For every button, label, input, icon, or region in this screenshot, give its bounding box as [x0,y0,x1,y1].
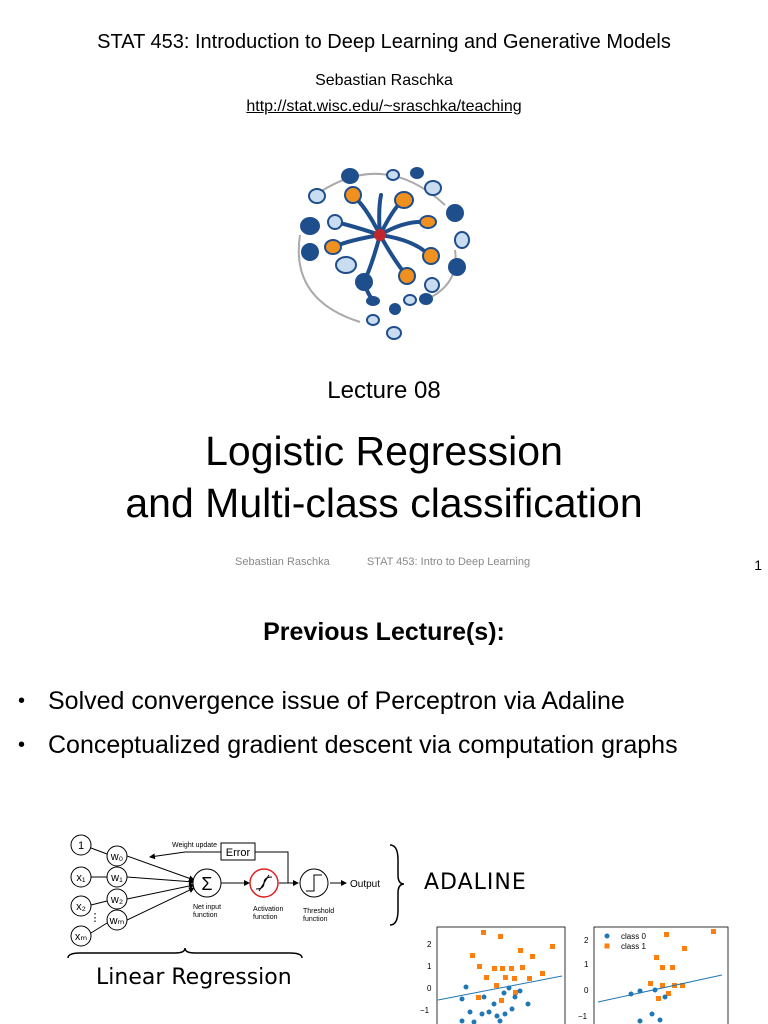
activation-label: function [253,914,278,921]
y-tick-label: 0 [427,984,432,993]
adaline-label: ADALINE [424,870,527,895]
y-tick-label: 1 [584,960,589,969]
bullet-item: • Conceptualized gradient descent via com… [18,731,678,760]
sum-symbol: Σ [201,874,212,894]
error-label: Error [226,847,251,859]
weight-label: wₘ [109,915,125,927]
net-input-label: Net input [193,904,221,911]
bullet-marker: • [18,734,26,756]
footer-course: STAT 453: Intro to Deep Learning [366,556,531,568]
neural-network-logo [297,167,470,340]
bullet-text: Conceptualized gradient descent via comp… [48,731,678,759]
output-label: Output [350,879,380,890]
y-tick-label: 0 [584,986,589,995]
weight-label: w₀ [110,851,124,863]
y-tick-label: 2 [427,940,432,949]
lecture-title-line1: Logistic Regression [205,428,563,474]
threshold-label: function [303,916,328,923]
course-url-link[interactable]: http://stat.wisc.edu/~sraschka/teaching [246,98,522,115]
bullet-text: Solved convergence issue of Perceptron v… [48,687,625,715]
weight-label: w₁ [110,872,123,884]
footer-author: Sebastian Raschka [235,556,330,568]
bullet-item: • Solved convergence issue of Perceptron … [18,687,625,716]
ellipsis-glyph: ⋮ [90,912,101,924]
scatter-plot-right: 2 1 0 −1 class 0 class 1 [578,926,729,1024]
threshold-label: Threshold [303,908,334,915]
section-heading: Previous Lecture(s): [263,618,505,646]
slide-footer: Sebastian Raschka STAT 453: Intro to Dee… [235,556,564,568]
net-input-label: function [193,912,218,919]
input-label: x₂ [76,901,86,913]
weight-label: w₂ [110,894,123,906]
linear-regression-label: Linear Regression [96,965,292,990]
legend-class-0: class 0 [621,932,646,941]
y-tick-label: 2 [584,936,589,945]
y-tick-label: −1 [420,1006,430,1015]
scatter-plot-left: 2 1 0 −1 [420,926,566,1024]
input-label: 1 [78,840,84,852]
y-tick-label: −1 [578,1012,588,1021]
adaline-diagram: 1 x₁ x₂ xₘ w₀ w₁ w₂ wₘ ⋮ Weight update E… [67,834,405,959]
y-tick-label: 1 [427,962,432,971]
bullet-marker: • [18,690,26,712]
author-name: Sebastian Raschka [315,72,453,89]
weight-update-label: Weight update [172,842,217,849]
activation-label: Activation [253,906,283,913]
url-wrapper: http://stat.wisc.edu/~sraschka/teaching [0,98,768,116]
lecture-number: Lecture 08 [327,377,441,404]
page-number: 1 [754,557,762,573]
course-title: STAT 453: Introduction to Deep Learning … [97,31,671,53]
lecture-title-line2: and Multi-class classification [125,480,643,526]
input-label: xₘ [75,931,88,943]
legend-class-1: class 1 [621,942,646,951]
input-label: x₁ [76,872,86,884]
